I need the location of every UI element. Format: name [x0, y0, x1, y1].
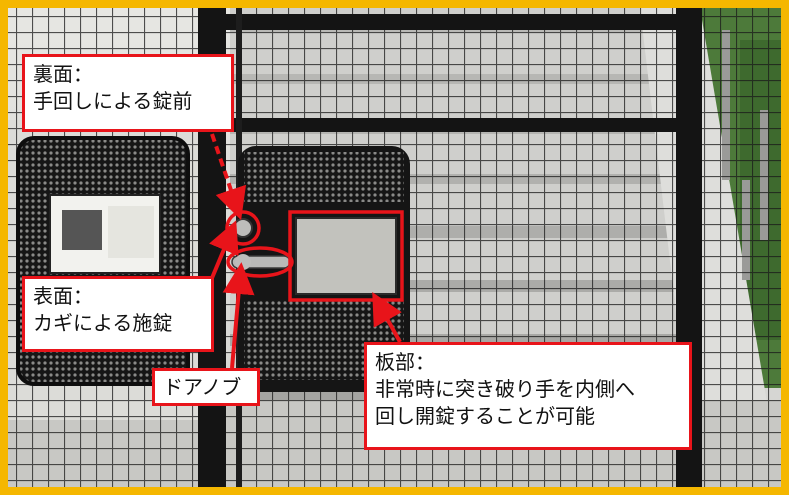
arrow-front: [209, 220, 239, 279]
callout-back-side: 裏面： 手回しによる錠前: [22, 54, 234, 132]
callout-knob-text: ドアノブ: [163, 375, 242, 399]
callout-plate-panel: 板部： 非常時に突き破り手を内側へ 回し開錠することが可能: [364, 342, 692, 450]
callout-back-heading: 裏面：: [33, 62, 93, 86]
arrow-panel: [372, 292, 402, 343]
callout-front-heading: 表面：: [33, 284, 93, 308]
callout-panel-text-2: 回し開錠することが可能: [375, 404, 595, 428]
door-panel: [231, 146, 410, 392]
knob-highlight: [226, 246, 294, 278]
callout-front-side: 表面： カギによる施錠: [22, 276, 214, 352]
annotation-arrows: [209, 133, 402, 369]
callout-front-text: カギによる施錠: [33, 311, 173, 335]
arrow-knob: [222, 262, 255, 369]
panel-highlight: [288, 210, 404, 302]
callout-door-knob: ドアノブ: [152, 368, 260, 406]
callout-panel-heading: 板部：: [375, 350, 435, 374]
callout-back-text: 手回しによる錠前: [33, 89, 193, 113]
callout-panel-text-1: 非常時に突き破り手を内側へ: [375, 377, 635, 401]
